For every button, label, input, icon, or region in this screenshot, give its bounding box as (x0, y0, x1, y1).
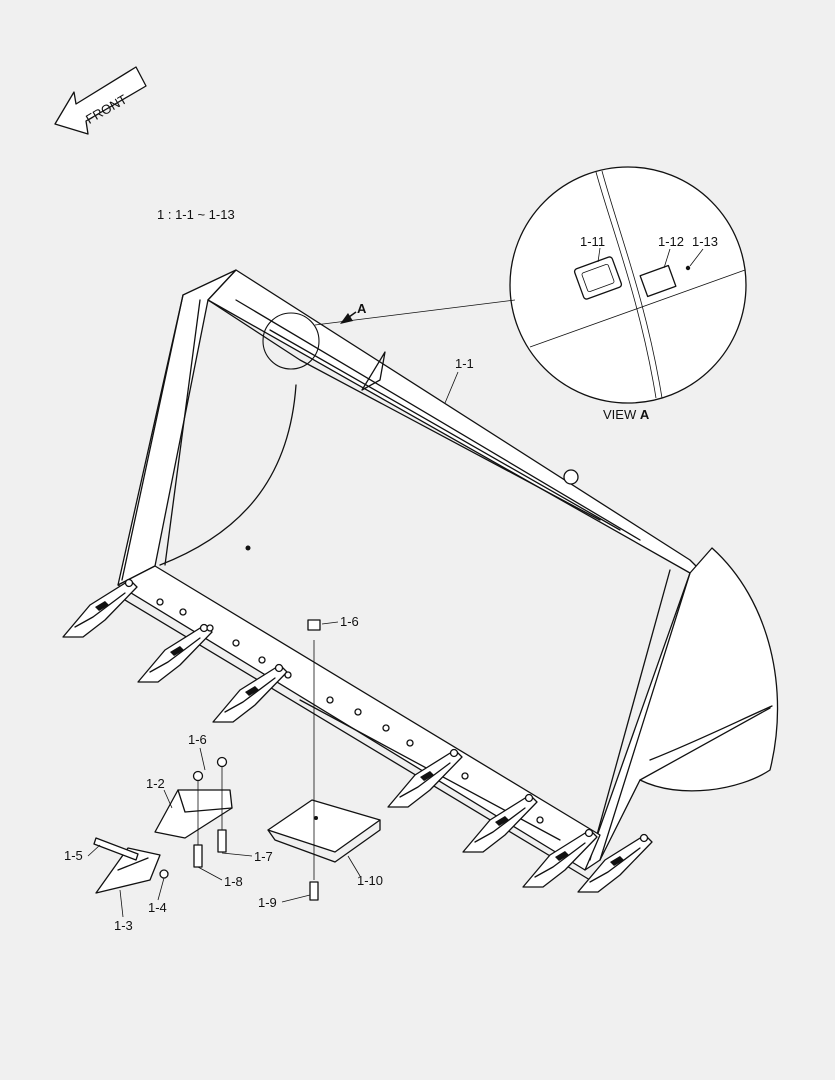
front-arrow: FRONT (54, 66, 147, 135)
bolt-hole (354, 708, 362, 716)
plate-1-11 (573, 256, 623, 300)
bolt-hole (461, 772, 469, 780)
bolt-hole (536, 816, 544, 824)
bolt-hole (406, 739, 414, 747)
view-a-arrow: A (340, 301, 367, 324)
bolt-hole (206, 624, 214, 632)
wear-plate-1-10 (267, 799, 381, 863)
teeth-row (62, 578, 653, 893)
bolt-hole (382, 724, 390, 732)
plate-1-12 (639, 264, 677, 298)
bucket-tooth (212, 663, 288, 723)
view-a-marker: A (357, 301, 367, 316)
tooth-1-3 (95, 847, 161, 894)
callout-1-11: 1-11 (580, 234, 605, 249)
bucket-tooth (137, 623, 213, 683)
bucket-tooth (462, 793, 538, 853)
callout-1-6-top: 1-6 (340, 614, 359, 629)
bolt-hole (284, 671, 292, 679)
bolt-1-9 (309, 640, 319, 901)
callout-1-8: 1-8 (224, 874, 243, 889)
callout-1-13: 1-13 (692, 234, 718, 249)
bucket-tooth (522, 828, 598, 888)
bolt-hole (232, 639, 240, 647)
detail-view-a: 1-11 1-12 1-13 VIEW A (509, 166, 747, 422)
nut-1-6-a (192, 770, 204, 782)
view-a-title: VIEW A (603, 407, 650, 422)
bucket-tooth (387, 748, 463, 808)
nut-1-6-top (307, 619, 321, 631)
callout-1-7: 1-7 (254, 849, 273, 864)
pin-1-5 (93, 837, 139, 861)
rivet-1-13 (685, 265, 691, 271)
exploded-adapter-1-2 (154, 756, 233, 845)
bolt-holes (156, 598, 544, 824)
bolt-hole (326, 696, 334, 704)
callout-1-2: 1-2 (146, 776, 165, 791)
callout-1-3: 1-3 (114, 918, 133, 933)
callout-1-4: 1-4 (148, 900, 167, 915)
callout-1-1: 1-1 (455, 356, 474, 371)
bolt-hole (258, 656, 266, 664)
bolt-hole (179, 608, 187, 616)
callout-1-10: 1-10 (357, 873, 383, 888)
parts-range-legend: 1 : 1-1 ~ 1-13 (157, 207, 235, 222)
callout-1-12: 1-12 (658, 234, 684, 249)
bolt-hole (156, 598, 164, 606)
bolt-1-7 (217, 829, 227, 853)
bucket-tooth (577, 833, 653, 893)
bolt-1-8 (193, 844, 203, 868)
nut-1-6-b (216, 756, 228, 768)
callout-1-9: 1-9 (258, 895, 277, 910)
bucket-tooth (62, 578, 138, 638)
callout-1-6-left: 1-6 (188, 732, 207, 747)
callout-leaders (87, 371, 459, 918)
callout-1-5: 1-5 (64, 848, 83, 863)
retainer-1-4 (159, 869, 169, 879)
